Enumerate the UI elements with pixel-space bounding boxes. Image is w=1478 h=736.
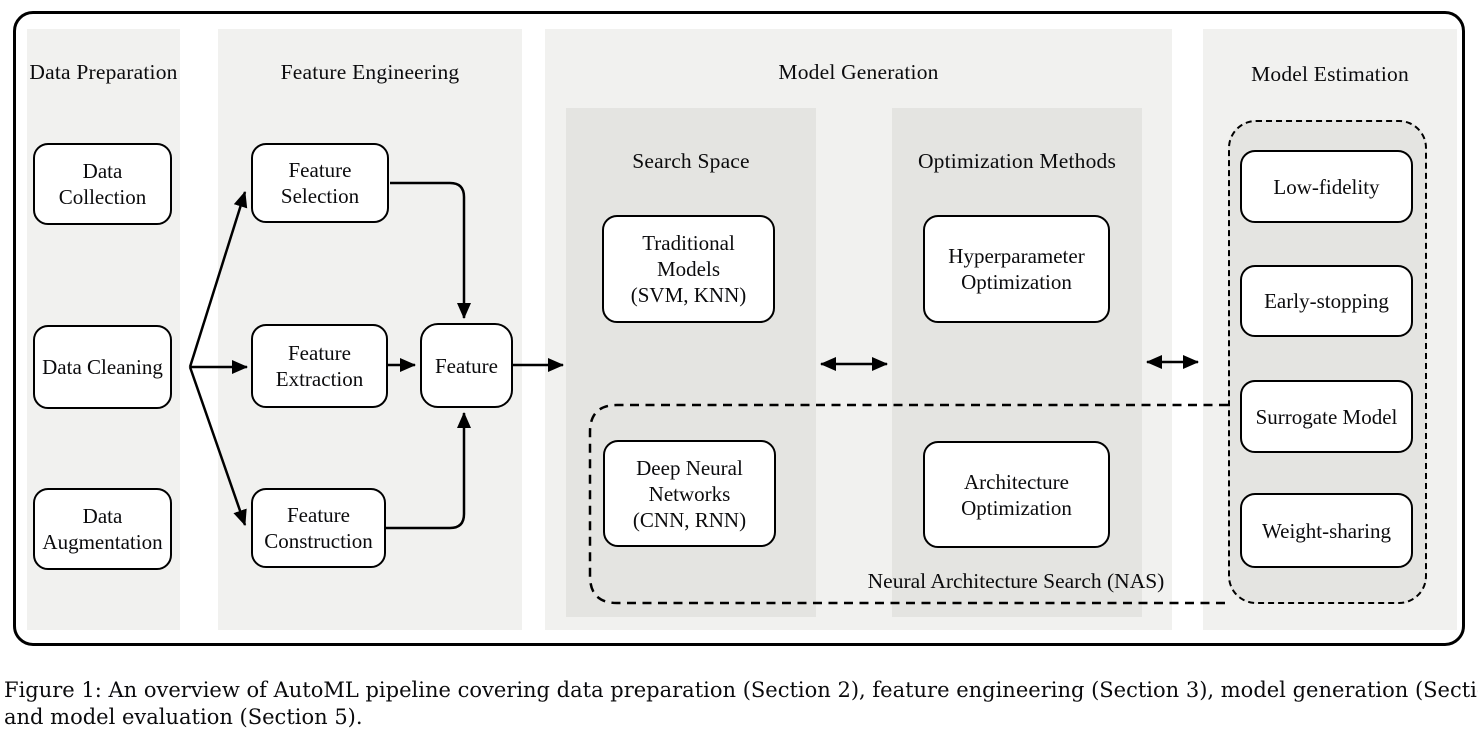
nas-label: Neural Architecture Search (NAS) (867, 569, 1165, 593)
box-feature-extraction: Feature Extraction (251, 324, 388, 408)
box-feature: Feature (420, 323, 513, 408)
box-traditional-models: Traditional Models (SVM, KNN) (602, 215, 775, 323)
box-hyperparameter-optimization: Hyperparameter Optimization (923, 215, 1110, 323)
panel-title-model-generation: Model Generation (778, 60, 939, 84)
figure-caption-line1: Figure 1: An overview of AutoML pipeline… (4, 678, 1478, 702)
subpanel-title-search-space: Search Space (632, 149, 750, 173)
box-feature-construction: Feature Construction (251, 488, 386, 568)
box-architecture-optimization: Architecture Optimization (923, 441, 1110, 548)
box-feature-selection: Feature Selection (251, 143, 389, 223)
subpanel-title-optimization-methods: Optimization Methods (917, 149, 1117, 173)
box-early-stopping: Early-stopping (1240, 265, 1413, 337)
box-weight-sharing: Weight-sharing (1240, 493, 1413, 568)
panel-title-data-preparation: Data Preparation (29, 60, 178, 84)
box-data-cleaning: Data Cleaning (33, 325, 172, 409)
panel-title-model-estimation: Model Estimation (1251, 62, 1409, 86)
box-surrogate-model: Surrogate Model (1240, 380, 1413, 453)
box-data-collection: Data Collection (33, 143, 172, 225)
box-data-augmentation: Data Augmentation (33, 488, 172, 570)
box-low-fidelity: Low-fidelity (1240, 150, 1413, 223)
box-deep-neural-networks: Deep Neural Networks (CNN, RNN) (603, 440, 776, 547)
panel-title-feature-engineering: Feature Engineering (280, 60, 460, 84)
figure-caption-line2: and model evaluation (Section 5). (4, 705, 363, 729)
